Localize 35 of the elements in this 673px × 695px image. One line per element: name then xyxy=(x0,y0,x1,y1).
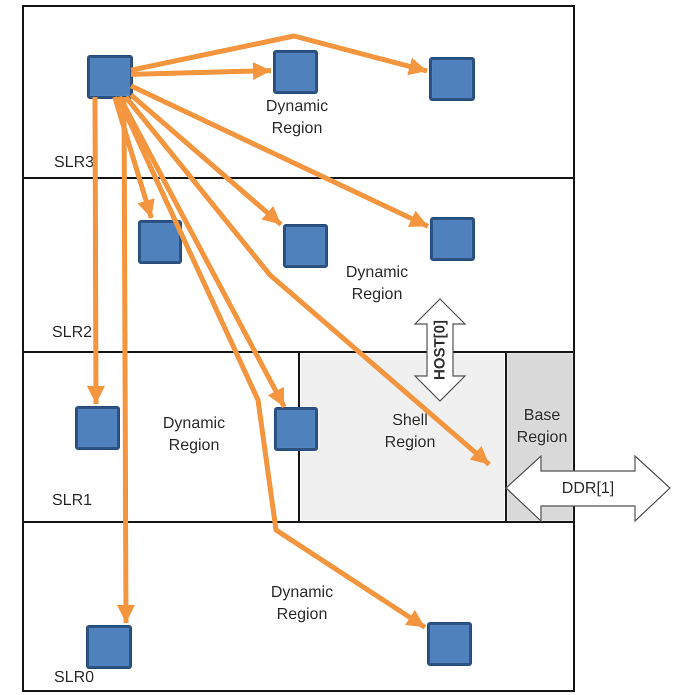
region-box xyxy=(22,521,575,692)
arrow xyxy=(86,97,105,404)
arrow xyxy=(129,93,283,226)
arrow xyxy=(130,62,272,80)
block-square xyxy=(87,55,133,99)
block-square xyxy=(283,224,328,268)
block-square xyxy=(274,407,318,451)
arrow xyxy=(116,97,135,623)
block-square xyxy=(75,406,120,450)
block-square xyxy=(427,622,472,666)
block-square xyxy=(429,57,475,101)
arrow xyxy=(116,96,426,630)
arrow xyxy=(112,96,155,219)
slr-label: SLR1 xyxy=(52,491,92,511)
region-label: Dynamic Region xyxy=(162,414,226,456)
slr-label: SLR3 xyxy=(54,153,94,173)
arrow-label: DDR[1] xyxy=(562,480,614,496)
region-label: Shell Region xyxy=(384,411,436,453)
slr-label: SLR0 xyxy=(54,668,94,688)
region-label: Dynamic Region xyxy=(264,97,330,139)
arrow xyxy=(130,34,428,76)
double-block-arrow xyxy=(414,298,466,402)
arrow xyxy=(124,95,491,466)
block-square xyxy=(86,625,132,669)
block-square xyxy=(138,220,182,264)
region-box xyxy=(22,5,575,179)
edge-label: HOST[0] xyxy=(432,320,448,380)
region-label: Dynamic Region xyxy=(270,583,334,625)
region-label: Dynamic Region xyxy=(344,263,410,305)
horizontal-double-block-arrow xyxy=(505,455,671,522)
region-label: Base Region xyxy=(516,406,568,448)
arrow xyxy=(130,84,430,229)
block-square xyxy=(273,50,318,94)
block-square xyxy=(430,217,475,261)
slr-label: SLR2 xyxy=(52,323,92,343)
